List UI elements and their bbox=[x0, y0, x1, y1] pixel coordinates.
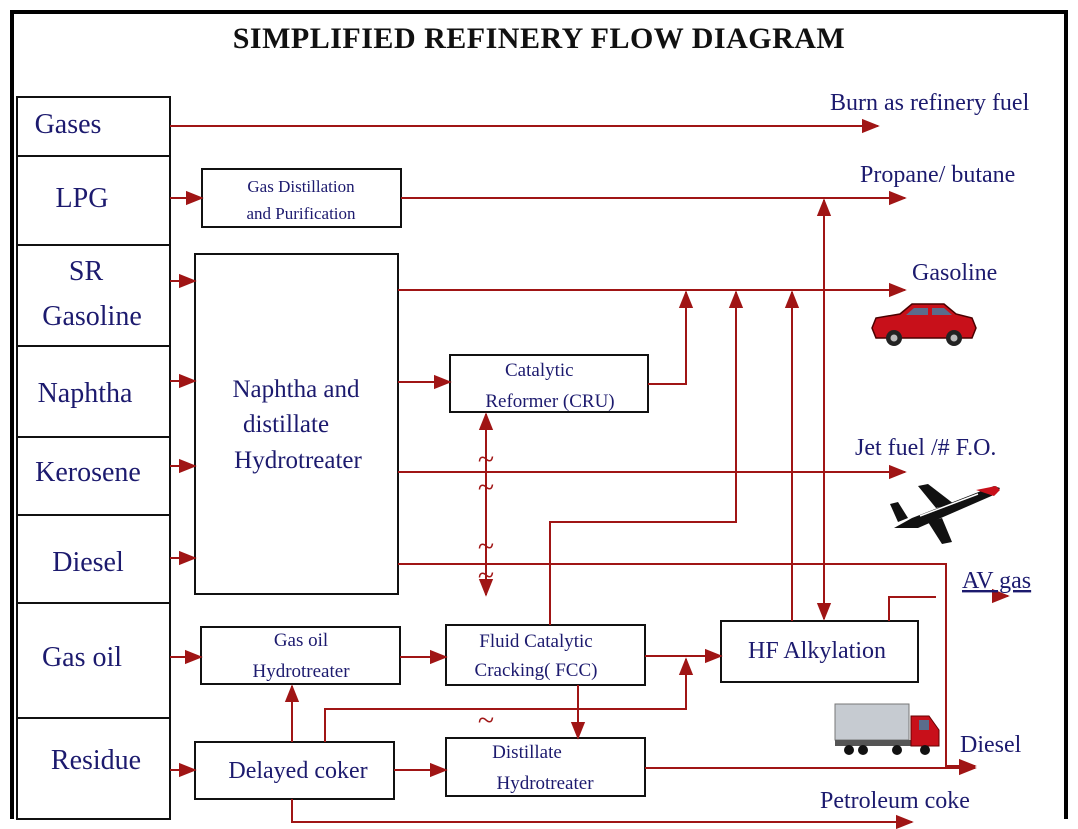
svg-text:~: ~ bbox=[478, 559, 494, 592]
svg-text:~: ~ bbox=[478, 471, 494, 504]
fractions-box bbox=[16, 96, 171, 820]
reformer-label-2: Reformer (CRU) bbox=[485, 391, 614, 412]
fcc-label-1: Fluid Catalytic bbox=[479, 631, 592, 652]
gas-oil-ht-label-2: Hydrotreater bbox=[252, 661, 350, 682]
fraction-lpg: LPG bbox=[56, 183, 109, 214]
product-av-gas-label: AV gas bbox=[962, 568, 1031, 594]
distillate-ht-label-1: Distillate bbox=[492, 742, 562, 763]
svg-text:~: ~ bbox=[478, 443, 494, 476]
hydrotreater-box bbox=[194, 253, 399, 595]
product-petroleum-coke-label: Petroleum coke bbox=[820, 788, 970, 814]
fraction-residue: Residue bbox=[51, 745, 141, 776]
product-diesel-label: Diesel bbox=[960, 732, 1022, 758]
hydrotreater-label-1: Naphtha and bbox=[232, 376, 360, 403]
hf-alkylation-box bbox=[720, 620, 919, 683]
reformer-label-1: Catalytic bbox=[505, 360, 574, 381]
svg-text:~: ~ bbox=[478, 704, 494, 737]
diagram-title: SIMPLIFIED REFINERY FLOW DIAGRAM bbox=[232, 22, 846, 55]
fraction-sr: SR bbox=[69, 256, 104, 287]
fraction-kerosene: Kerosene bbox=[35, 457, 141, 488]
truck-icon bbox=[834, 703, 940, 755]
fraction-gases: Gases bbox=[35, 109, 102, 140]
gas-distillation-label-2: and Purification bbox=[246, 204, 356, 223]
fraction-gasoline: Gasoline bbox=[42, 301, 142, 332]
delayed-coker-box bbox=[194, 741, 395, 800]
fcc-label-2: Cracking( FCC) bbox=[475, 660, 598, 681]
process-units: Gas Distillation and Purification Naphth… bbox=[194, 168, 919, 800]
distillate-ht-label-2: Hydrotreater bbox=[496, 773, 594, 794]
hydrotreater-label-3: Hydrotreater bbox=[234, 447, 362, 474]
crude-fractions-column: Gases LPG SR Gasoline Naphtha Kerosene D… bbox=[16, 96, 171, 820]
car-icon bbox=[871, 303, 977, 346]
gas-oil-ht-label-1: Gas oil bbox=[274, 630, 328, 651]
product-labels: Burn as refinery fuel Propane/ butane Ga… bbox=[820, 90, 1031, 814]
hf-alkylation-label: HF Alkylation bbox=[748, 638, 886, 664]
fraction-gas-oil: Gas oil bbox=[42, 642, 122, 673]
fraction-diesel: Diesel bbox=[52, 547, 124, 578]
airplane-icon bbox=[890, 484, 1000, 544]
flow-lines bbox=[170, 118, 1010, 829]
fraction-naphtha: Naphtha bbox=[38, 378, 133, 409]
product-jet-fuel-label: Jet fuel /# F.O. bbox=[855, 435, 996, 461]
product-burn-label: Burn as refinery fuel bbox=[830, 90, 1030, 116]
hydrotreater-label-2: distillate bbox=[243, 411, 329, 438]
product-gasoline-label: Gasoline bbox=[912, 260, 997, 286]
tilde-symbols: ~ ~ ~ ~ ~ bbox=[478, 443, 494, 737]
delayed-coker-label: Delayed coker bbox=[228, 758, 367, 784]
svg-text:~: ~ bbox=[478, 530, 494, 563]
gas-distillation-label-1: Gas Distillation bbox=[247, 177, 355, 196]
product-propane-label: Propane/ butane bbox=[860, 162, 1015, 188]
